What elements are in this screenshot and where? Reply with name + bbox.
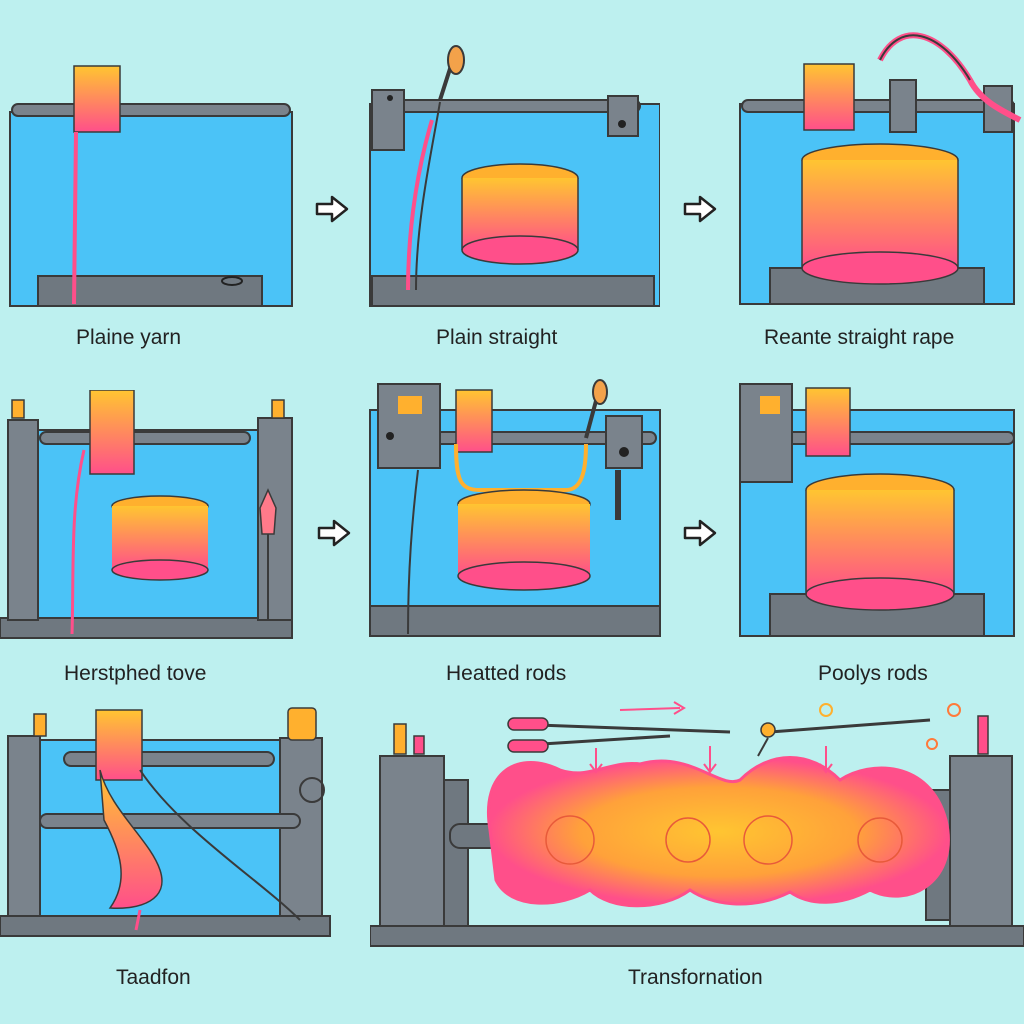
panel-poolys-rods [730,370,1024,640]
caption-poolys-rods: Poolys rods [818,662,928,685]
right-arrow-icon [683,195,717,223]
base-platform [37,275,263,307]
right-arrow-icon [315,195,349,223]
panel-heatted-rods [360,370,670,640]
right-arrow-icon [683,519,717,547]
caption-taadfon: Taadfon [116,966,191,989]
caption-herstphed-tove: Herstphed tove [64,662,207,685]
panel-reante-straight-rape [730,20,1024,320]
top-rod [11,103,291,117]
blue-panel [9,111,293,307]
caption-plain-straight: Plain straight [436,326,558,349]
panel-taadfon [0,700,340,940]
caption-heatted-rods: Heatted rods [446,662,567,685]
caption-transfornation: Transfornation [628,966,763,989]
right-arrow-icon [317,519,351,547]
caption-reante-straight-rape: Reante straight rape [764,326,955,349]
panel-plaine-yarn [0,0,330,320]
panel-transfornation [370,680,1024,950]
panel-plain-straight [360,40,660,320]
caption-plaine-yarn: Plaine yarn [76,326,182,349]
panel-herstphed-tove [0,390,300,640]
yarn-spool [73,65,121,133]
